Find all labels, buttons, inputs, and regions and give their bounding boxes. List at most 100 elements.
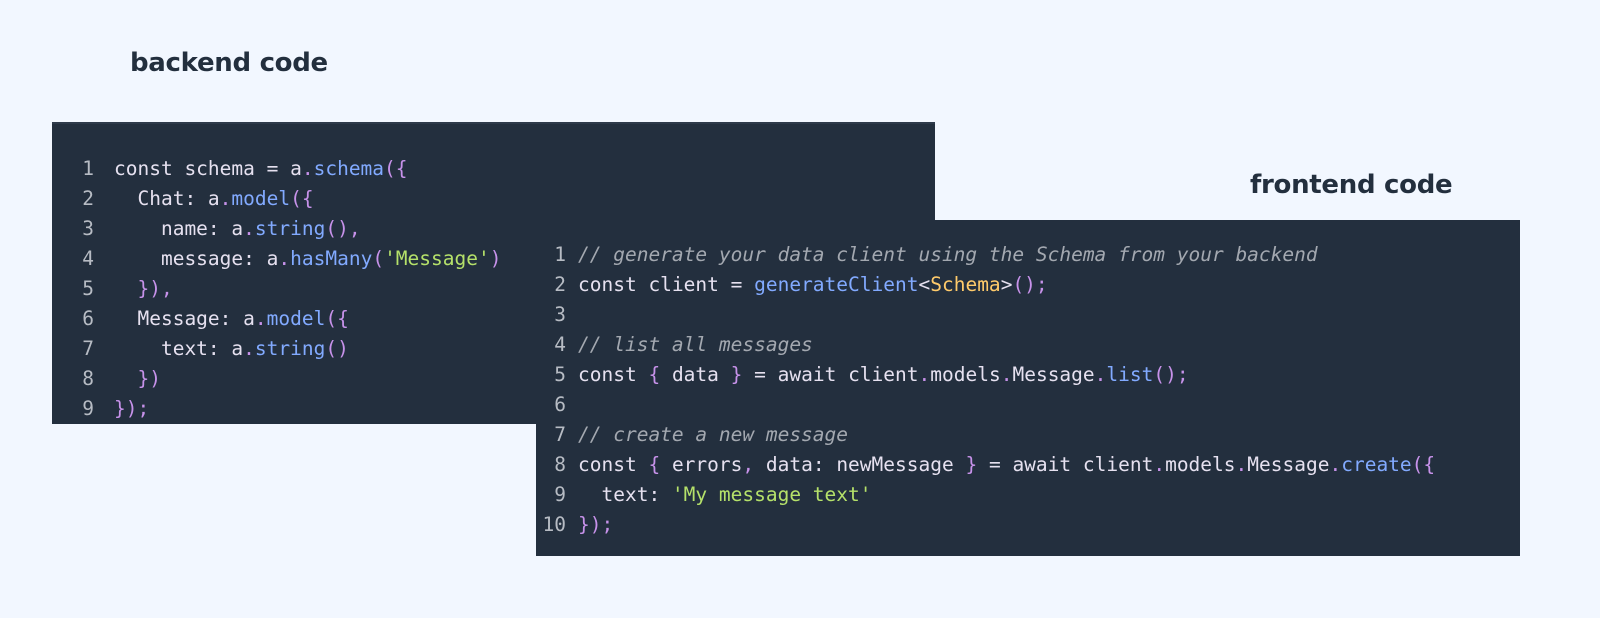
code-line: 10}); [536,510,1520,540]
code-token-punc: , [742,453,755,476]
code-text: text: 'My message text' [578,480,872,510]
code-token-plain: const client = [578,273,755,296]
code-token-plain: message: a [114,247,279,270]
line-number: 7 [554,423,566,446]
code-token-punc: . [1094,363,1107,386]
code-line: 1 // generate your data client using the … [536,240,1520,270]
line-number: 6 [554,393,566,416]
line-number: 4 [554,333,566,356]
code-token-plain: < [918,273,931,296]
code-token-punc: (); [1012,273,1048,296]
code-token-func: string [254,337,326,360]
code-text: // generate your data client using the S… [578,240,1318,270]
code-text: }); [114,394,149,424]
code-token-plain: const schema = a [114,157,302,180]
code-token-plain: text: a [114,337,244,360]
code-line: 7 // create a new message [536,420,1520,450]
code-token-punc: . [243,217,255,240]
code-token-punc: }) [114,367,161,390]
code-text: name: a.string(), [114,214,361,244]
code-token-punc: . [1329,453,1342,476]
code-token-punc: (), [325,217,361,240]
code-line: 6 [536,390,1520,420]
code-token-func: create [1341,453,1412,476]
code-line: 3 [536,300,1520,330]
code-token-plain: name: a [114,217,244,240]
line-number: 10 [542,513,566,536]
code-token-plain: data: newMessage [754,453,966,476]
code-text: // list all messages [578,330,813,360]
code-line: 1 const schema = a.schema({ [52,154,935,184]
code-token-plain: text: [578,483,672,506]
code-line: 5 const { data } = await client.models.Me… [536,360,1520,390]
code-token-func: generateClient [754,273,919,296]
code-token-punc: ({ [384,157,408,180]
code-line: 7 text: a.string() [52,334,935,364]
code-token-plain: > [1000,273,1013,296]
code-text: text: a.string() [114,334,349,364]
code-token-punc: . [254,307,267,330]
code-line: 4 // list all messages [536,330,1520,360]
code-token-plain: = await client [742,363,919,386]
frontend-code-block: 1 // generate your data client using the … [536,220,1520,556]
code-token-punc: . [918,363,931,386]
code-text: message: a.hasMany('Message') [114,244,502,274]
code-token-punc: { [648,453,661,476]
code-text: const schema = a.schema({ [114,154,408,184]
code-text: }), [114,274,172,304]
code-token-type: Schema [930,273,1001,296]
code-token-punc: () [325,337,349,360]
code-token-punc: . [1153,453,1166,476]
code-token-plain: Message [1247,453,1330,476]
code-line: 6 Message: a.model({ [52,304,935,334]
code-token-plain: models [930,363,1001,386]
line-number: 9 [554,483,566,506]
code-token-punc: } [965,453,978,476]
code-token-punc: (); [1153,363,1189,386]
code-token-str: 'Message' [384,247,490,270]
backend-code-heading: backend code [130,48,328,78]
code-token-punc: }); [114,397,150,420]
code-line: 2 const client = generateClient<Schema>()… [536,270,1520,300]
code-token-func: model [231,187,291,210]
code-token-punc: . [1235,453,1248,476]
line-number: 6 [82,307,94,330]
code-token-plain: Message: a [114,307,255,330]
line-number: 7 [82,337,94,360]
code-token-punc: . [1000,363,1013,386]
code-text: const { data } = await client.models.Mes… [578,360,1189,390]
line-number: 2 [554,273,566,296]
code-token-str: 'My message text' [671,483,872,506]
frontend-code-heading: frontend code [1250,170,1453,200]
line-number: 5 [554,363,566,386]
code-token-punc: { [648,363,661,386]
code-token-punc: . [243,337,255,360]
code-token-func: schema [313,157,385,180]
code-token-punc: . [219,187,232,210]
code-text: }) [114,364,161,394]
code-token-plain: Chat: a [114,187,220,210]
code-line: 3 name: a.string(), [52,214,935,244]
code-token-plain: errors [660,453,743,476]
line-number: 5 [82,277,94,300]
line-number: 1 [82,157,94,180]
line-number: 9 [82,397,94,420]
code-token-punc: . [278,247,291,270]
code-token-punc: ({ [1411,453,1436,476]
code-text: Chat: a.model({ [114,184,314,214]
line-number: 1 [554,243,566,266]
code-token-plain: data [660,363,731,386]
line-number: 8 [554,453,566,476]
code-token-punc: ( [372,247,385,270]
code-token-comment: // create a new message [578,423,849,446]
code-token-punc: ) [489,247,502,270]
line-number: 3 [554,303,566,326]
code-text: Message: a.model({ [114,304,348,334]
code-line: 9 text: 'My message text' [536,480,1520,510]
code-text: const client = generateClient<Schema>(); [578,270,1048,300]
code-token-punc: ({ [290,187,314,210]
code-token-plain: Message [1012,363,1095,386]
code-token-func: hasMany [290,247,373,270]
code-token-plain: const [578,363,649,386]
